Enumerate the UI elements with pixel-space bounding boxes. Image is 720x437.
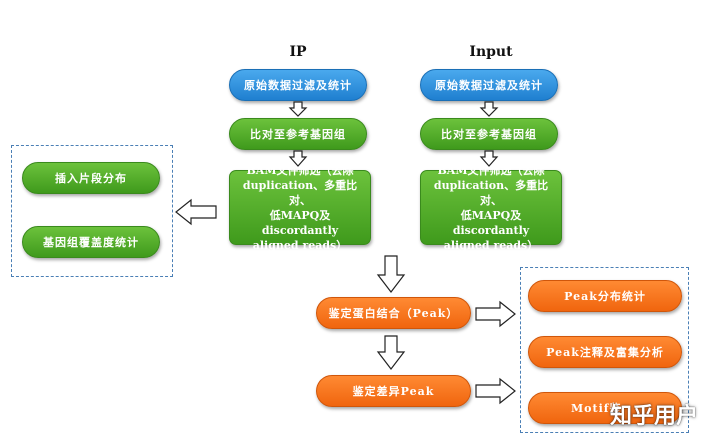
motif-analysis-node: Motif鉴 [528,392,682,424]
ip-align-reference-node: 比对至参考基因组 [229,118,367,150]
ip-column-title: IP [289,44,307,60]
differential-peak-node: 鉴定差异Peak [316,375,471,407]
input-align-reference-node: 比对至参考基因组 [420,118,558,150]
arrow-down-ip-2 [288,150,308,167]
input-column-title: Input [469,44,513,60]
arrow-down-input-1 [479,101,499,117]
arrow-down-differential [376,335,406,370]
arrow-left-qc [175,198,217,226]
arrow-down-peak-calling [376,255,406,293]
peak-annotation-node: Peak注释及富集分析 [528,336,682,368]
genome-coverage-stats-node: 基因组覆盖度统计 [22,226,160,258]
peak-analysis-panel [520,267,689,433]
ip-raw-data-filter-node: 原始数据过滤及统计 [229,69,367,101]
peak-distribution-node: Peak分布统计 [528,280,682,312]
arrow-right-peak-panel-2 [475,377,516,405]
ip-bam-filter-node: BAM文件筛选（去除 duplication、多重比对、 低MAPQ及disco… [229,164,371,252]
qc-stats-panel [11,145,173,277]
arrow-right-peak-panel-1 [475,300,516,328]
peak-calling-node: 鉴定蛋白结合（Peak） [316,297,471,329]
arrow-down-input-2 [479,150,499,167]
zhihu-watermark: 知乎用户 [610,404,699,429]
input-raw-data-filter-node: 原始数据过滤及统计 [420,69,558,101]
insert-size-distribution-node: 插入片段分布 [22,162,160,194]
input-bam-filter-node: BAM文件筛选（去除 duplication、多重比对、 低MAPQ及disco… [420,164,562,252]
arrow-down-ip-1 [288,101,308,117]
